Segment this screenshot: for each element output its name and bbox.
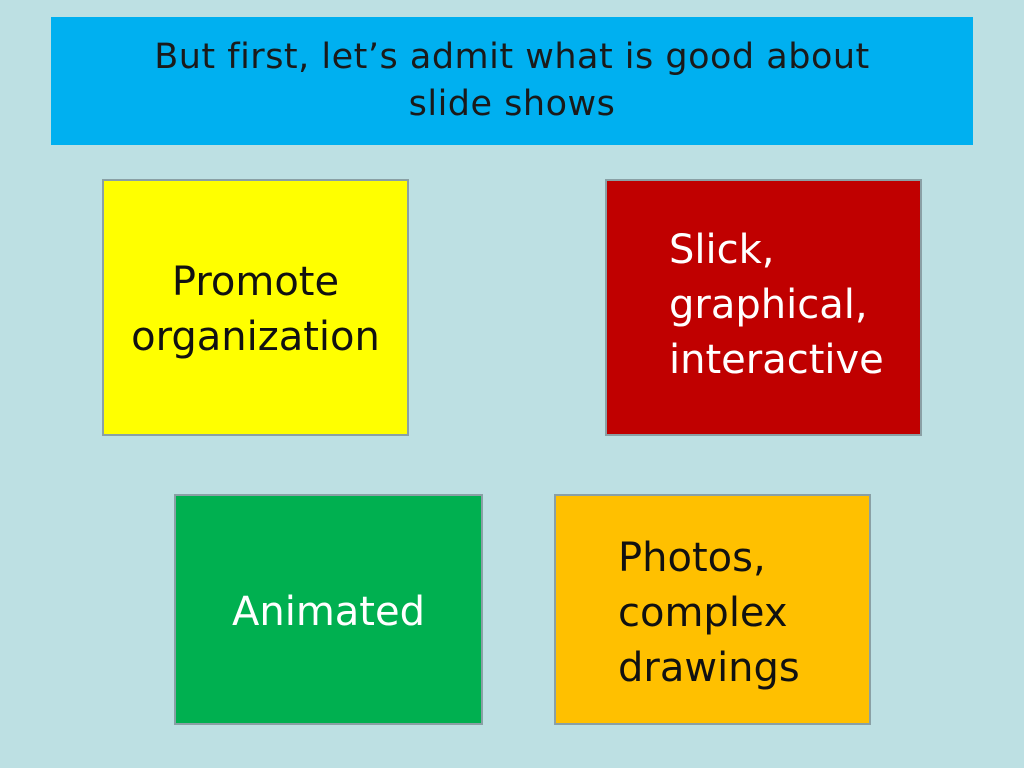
box-slick-graphical-interactive: Slick, graphical, interactive xyxy=(605,179,922,436)
box-slick-graphical-interactive-label: Slick, graphical, interactive xyxy=(669,227,884,383)
slide-title-bar: But first, let’s admit what is good abou… xyxy=(51,17,973,145)
box-animated-label: Animated xyxy=(232,589,425,635)
box-animated: Animated xyxy=(174,494,483,725)
box-promote-organization: Promote organization xyxy=(102,179,409,436)
box-photos-complex-drawings: Photos, complex drawings xyxy=(554,494,871,725)
slide-title: But first, let’s admit what is good abou… xyxy=(154,37,870,124)
box-photos-complex-drawings-label: Photos, complex drawings xyxy=(618,535,800,691)
box-promote-organization-label: Promote organization xyxy=(131,259,380,360)
